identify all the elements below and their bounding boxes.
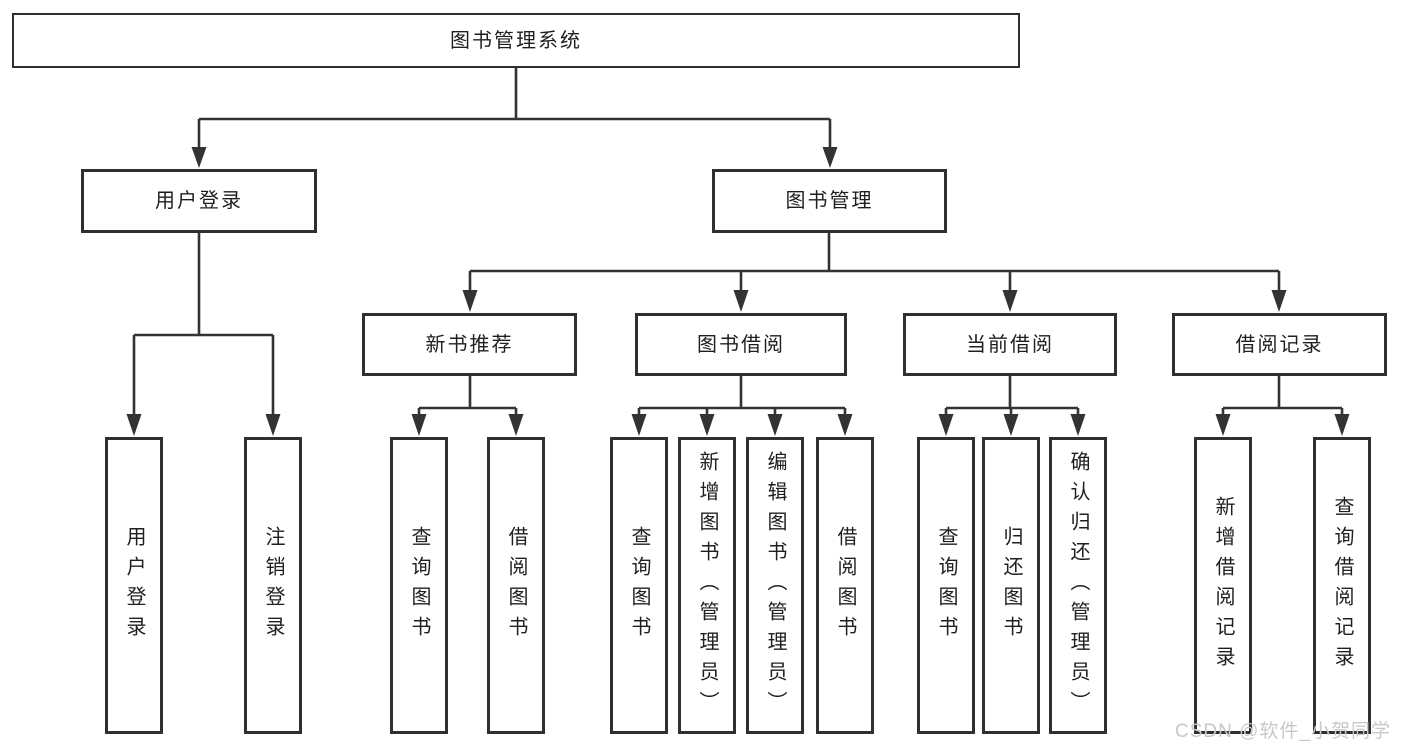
leaf-add-borrow-record-label: 新增借阅记录 xyxy=(1212,495,1234,676)
node-current-borrow: 当前借阅 xyxy=(903,313,1117,376)
leaf-confirm-return-admin: 确认归还（管理员） xyxy=(1049,437,1107,734)
csdn-watermark: CSDN @软件_小贺同学 xyxy=(1175,721,1391,742)
leaf-logout: 注销登录 xyxy=(244,437,302,734)
node-current-borrow-label: 当前借阅 xyxy=(966,333,1054,356)
leaf-query-books-borrow: 查询图书 xyxy=(610,437,668,734)
leaf-query-books-borrow-label: 查询图书 xyxy=(628,525,650,646)
node-user-login: 用户登录 xyxy=(81,169,317,233)
leaf-query-books-recommend: 查询图书 xyxy=(390,437,448,734)
leaf-query-borrow-record: 查询借阅记录 xyxy=(1313,437,1371,734)
leaf-confirm-return-admin-label: 确认归还（管理员） xyxy=(1067,450,1089,721)
node-book-management: 图书管理 xyxy=(712,169,947,233)
leaf-borrow-books-recommend: 借阅图书 xyxy=(487,437,545,734)
leaf-user-login-label: 用户登录 xyxy=(123,525,145,646)
node-book-borrow-label: 图书借阅 xyxy=(697,333,785,356)
node-new-book-recommend-label: 新书推荐 xyxy=(425,333,514,356)
leaf-return-books: 归还图书 xyxy=(982,437,1040,734)
node-root: 图书管理系统 xyxy=(12,13,1020,68)
leaf-add-borrow-record: 新增借阅记录 xyxy=(1194,437,1252,734)
leaf-logout-label: 注销登录 xyxy=(262,525,284,646)
node-root-label: 图书管理系统 xyxy=(450,29,582,52)
node-borrow-records: 借阅记录 xyxy=(1172,313,1387,376)
leaf-borrow-books-recommend-label: 借阅图书 xyxy=(505,525,527,646)
leaf-query-borrow-record-label: 查询借阅记录 xyxy=(1331,495,1353,676)
leaf-edit-book-admin: 编辑图书（管理员） xyxy=(746,437,804,734)
leaf-query-books-current-label: 查询图书 xyxy=(935,525,957,646)
leaf-add-book-admin: 新增图书（管理员） xyxy=(678,437,736,734)
leaf-query-books-current: 查询图书 xyxy=(917,437,975,734)
leaf-user-login: 用户登录 xyxy=(105,437,163,734)
leaf-borrow-books-borrow-label: 借阅图书 xyxy=(834,525,856,646)
leaf-borrow-books-borrow: 借阅图书 xyxy=(816,437,874,734)
leaf-return-books-label: 归还图书 xyxy=(1000,525,1022,646)
node-borrow-records-label: 借阅记录 xyxy=(1235,333,1324,356)
node-book-borrow: 图书借阅 xyxy=(635,313,847,376)
leaf-add-book-admin-label: 新增图书（管理员） xyxy=(696,450,718,721)
node-user-login-label: 用户登录 xyxy=(155,190,243,212)
leaf-edit-book-admin-label: 编辑图书（管理员） xyxy=(764,450,786,721)
node-book-management-label: 图书管理 xyxy=(785,190,874,212)
leaf-query-books-recommend-label: 查询图书 xyxy=(408,525,430,646)
node-new-book-recommend: 新书推荐 xyxy=(362,313,577,376)
